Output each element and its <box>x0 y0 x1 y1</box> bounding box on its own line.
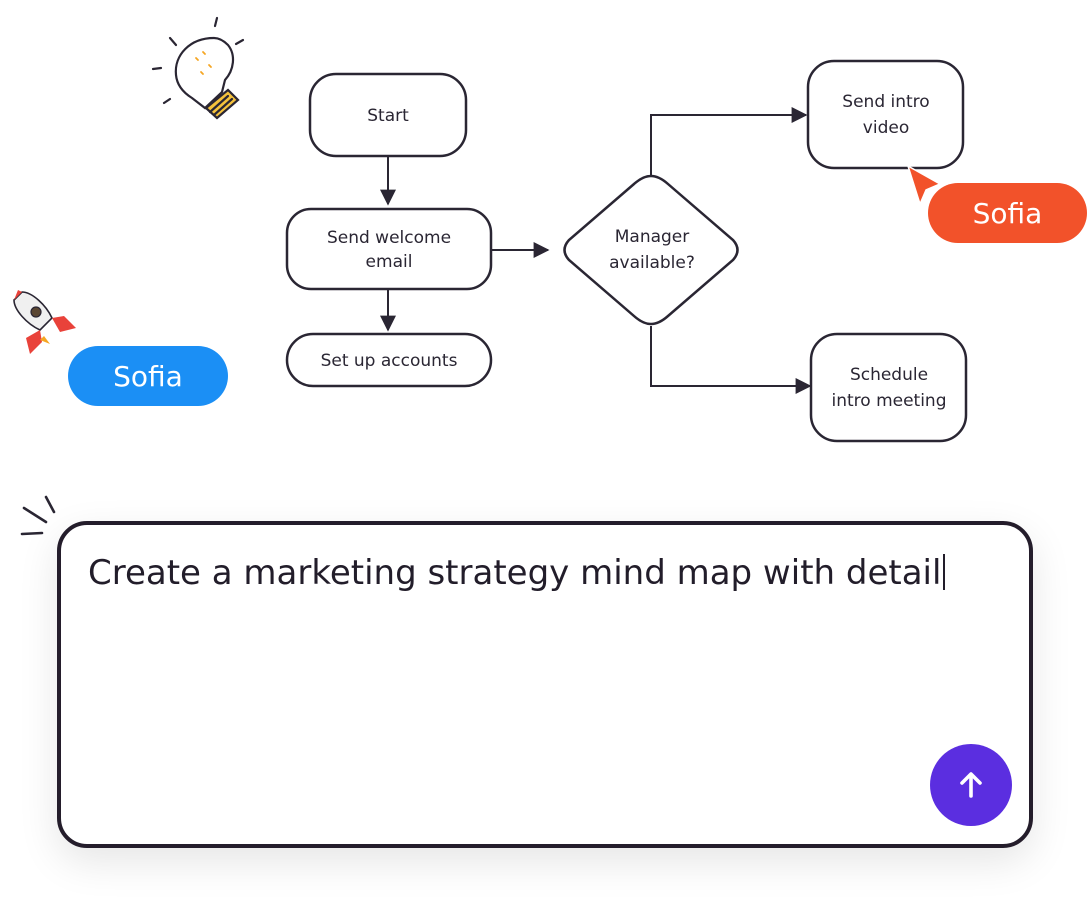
node-send-intro-line1: Send intro <box>842 92 929 112</box>
node-send-welcome[interactable]: Send welcome email <box>285 207 493 291</box>
send-button[interactable] <box>930 744 1012 826</box>
collaborator-badge-blue: Sofia <box>68 346 228 406</box>
node-start-label: Start <box>367 106 409 126</box>
node-schedule[interactable]: Schedule intro meeting <box>809 332 968 443</box>
collaborator-badge-orange: Sofia <box>928 183 1087 243</box>
lightbulb-icon <box>151 16 245 120</box>
node-start[interactable]: Start <box>308 72 468 158</box>
node-send-intro-line2: video <box>863 118 909 138</box>
flowchart-connectors <box>380 107 812 394</box>
node-send-intro[interactable]: Send intro video <box>806 59 965 170</box>
cursor-orange-icon <box>907 165 941 205</box>
prompt-input[interactable]: Create a marketing strategy mind map wit… <box>88 553 999 593</box>
sparkle-lines-icon <box>20 495 56 536</box>
prompt-input-text: Create a marketing strategy mind map wit… <box>88 553 942 593</box>
prompt-input-box[interactable]: Create a marketing strategy mind map wit… <box>57 521 1033 848</box>
node-send-welcome-line2: email <box>366 252 413 272</box>
node-set-up-accounts-label: Set up accounts <box>321 351 458 371</box>
node-schedule-line2: intro meeting <box>831 391 946 411</box>
rocket-icon <box>13 290 76 354</box>
text-caret <box>943 554 946 590</box>
node-decision-line1: Manager <box>615 227 690 247</box>
node-schedule-line1: Schedule <box>850 365 928 385</box>
node-decision-line2: available? <box>609 253 695 273</box>
node-decision[interactable]: Manager available? <box>563 174 739 326</box>
arrow-up-icon <box>960 772 982 798</box>
node-set-up-accounts[interactable]: Set up accounts <box>285 332 493 388</box>
node-send-welcome-line1: Send welcome <box>327 228 451 248</box>
